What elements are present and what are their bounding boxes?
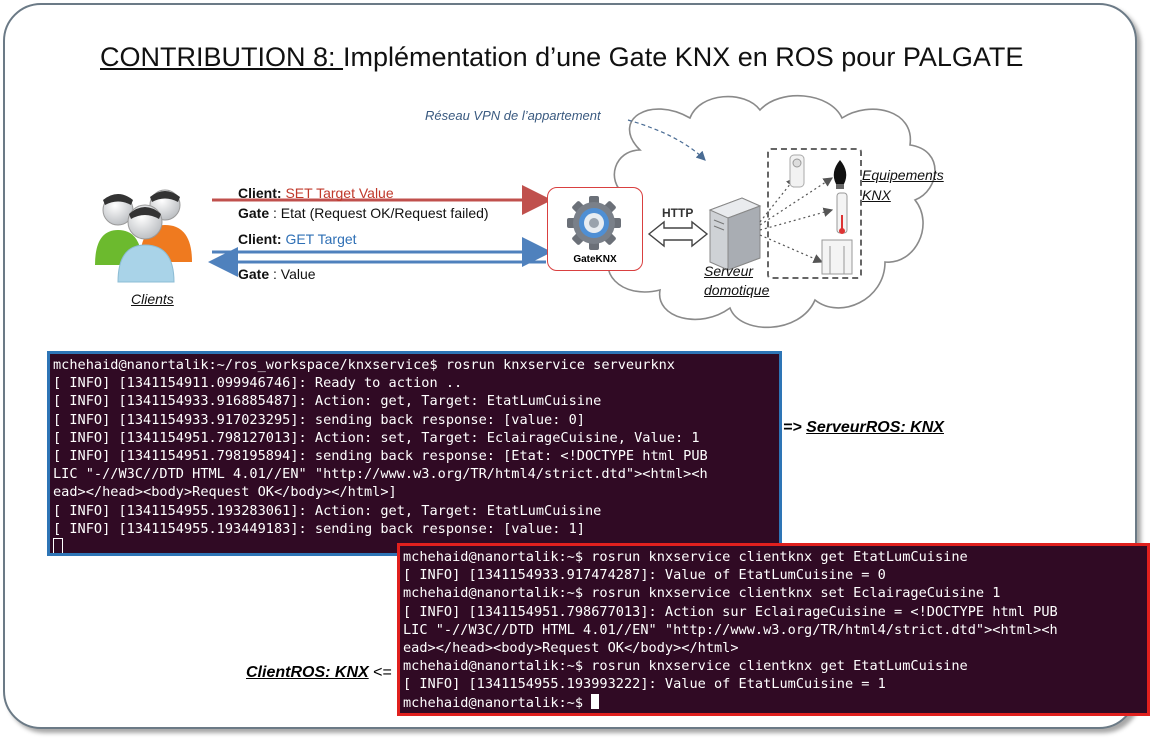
server-label-line2: domotique (704, 282, 770, 298)
vpn-label: Réseau VPN de l’appartement (425, 108, 601, 123)
client-get-label: Client: GET Target (238, 231, 357, 247)
client-ros-label: ClientROS: KNX (246, 664, 369, 681)
terminal-cursor-line (53, 537, 779, 553)
terminal-line: mchehaid@nanortalik:~$ rosrun knxservice… (403, 658, 968, 675)
client-set-label: Client: SET Target Value (238, 185, 394, 201)
gate-state-who: Gate (238, 205, 270, 221)
terminal-line: mchehaid@nanortalik:~$ rosrun knxservice… (403, 585, 1001, 602)
terminal-line: [ INFO] [1341154955.193449183]: sending … (53, 520, 585, 537)
thermometer-icon (836, 192, 848, 234)
server-side-label: => ServeurROS: KNX (783, 419, 944, 437)
gate-name: GateKNX (573, 254, 617, 265)
terminal-line: [ INFO] [1341154951.798677013]: Action s… (403, 603, 1058, 620)
gate-value-what: : Value (273, 266, 316, 282)
clients-label: Clients (131, 291, 174, 307)
equipment-links (759, 177, 834, 264)
terminal-cursor (53, 537, 63, 553)
terminal-cursor (591, 693, 600, 709)
server-side-arrow: => (783, 419, 807, 436)
gate-value-who: Gate (238, 266, 270, 282)
gear-icon (567, 196, 621, 250)
terminal-line: [ INFO] [1341154955.193993222]: Value of… (403, 676, 886, 693)
server-ros-label: ServeurROS: KNX (806, 419, 944, 436)
client-set-what: SET Target Value (285, 185, 394, 201)
terminal-line: [ INFO] [1341154911.099946746]: Ready to… (53, 375, 463, 392)
server-label-line1: Serveur (704, 263, 754, 279)
terminal-line: [ INFO] [1341154951.798127013]: Action: … (53, 429, 700, 446)
equipment-label-line2: KNX (862, 187, 891, 203)
terminal-line: [ INFO] [1341154933.916885487]: Action: … (53, 393, 602, 410)
clients-icon (95, 189, 192, 283)
client-terminal[interactable]: mchehaid@nanortalik:~$ rosrun knxservice… (397, 543, 1150, 716)
terminal-line: [ INFO] [1341154951.798195894]: sending … (53, 447, 708, 464)
http-double-arrow (647, 220, 709, 248)
window-icon (821, 239, 853, 275)
gate-value-label: Gate : Value (238, 266, 316, 282)
equipment-group (767, 148, 862, 279)
slide-title: CONTRIBUTION 8: Implémentation d’une Gat… (100, 42, 1023, 73)
client-side-label: ClientROS: KNX <= (246, 664, 392, 682)
terminal-prompt-line: mchehaid@nanortalik:~$ (403, 693, 1147, 712)
terminal-line: LIC "-//W3C//DTD HTML 4.01//EN" "http://… (53, 466, 708, 483)
terminal-line: mchehaid@nanortalik:~/ros_workspace/knxs… (53, 357, 675, 373)
gate-state-label: Gate : Etat (Request OK/Request failed) (238, 205, 489, 221)
terminal-prompt: mchehaid@nanortalik:~$ (403, 694, 592, 711)
terminal-line: ead></head><body>Request OK</body></html… (403, 639, 739, 656)
client-get-what: GET Target (285, 231, 357, 247)
terminal-line: [ INFO] [1341154933.917023295]: sending … (53, 411, 585, 428)
client-side-arrow: <= (368, 664, 392, 681)
terminal-line: [ INFO] [1341154933.917474287]: Value of… (403, 567, 886, 584)
terminal-line: [ INFO] [1341154955.193283061]: Action: … (53, 502, 602, 519)
http-label: HTTP (662, 206, 694, 220)
client-set-who: Client: (238, 185, 282, 201)
terminal-line: mchehaid@nanortalik:~$ rosrun knxservice… (403, 549, 968, 565)
sensor-icon (789, 154, 805, 188)
client-get-who: Client: (238, 231, 282, 247)
terminal-line: LIC "-//W3C//DTD HTML 4.01//EN" "http://… (403, 621, 1058, 638)
terminal-line: ead></head><body>Request OK</body></html… (53, 484, 397, 501)
lightbulb-icon (833, 160, 847, 189)
server-terminal[interactable]: mchehaid@nanortalik:~/ros_workspace/knxs… (47, 351, 782, 556)
gateknx-box: GateKNX (547, 187, 643, 271)
vpn-pointer-arrow (627, 119, 706, 161)
title-text: Implémentation d’une Gate KNX en ROS pou… (343, 42, 1024, 72)
server-icon (708, 197, 762, 271)
gate-state-what: : Etat (Request OK/Request failed) (273, 205, 489, 221)
title-prefix: CONTRIBUTION 8: (100, 42, 344, 72)
equipment-label-line1: Equipements (862, 167, 944, 183)
